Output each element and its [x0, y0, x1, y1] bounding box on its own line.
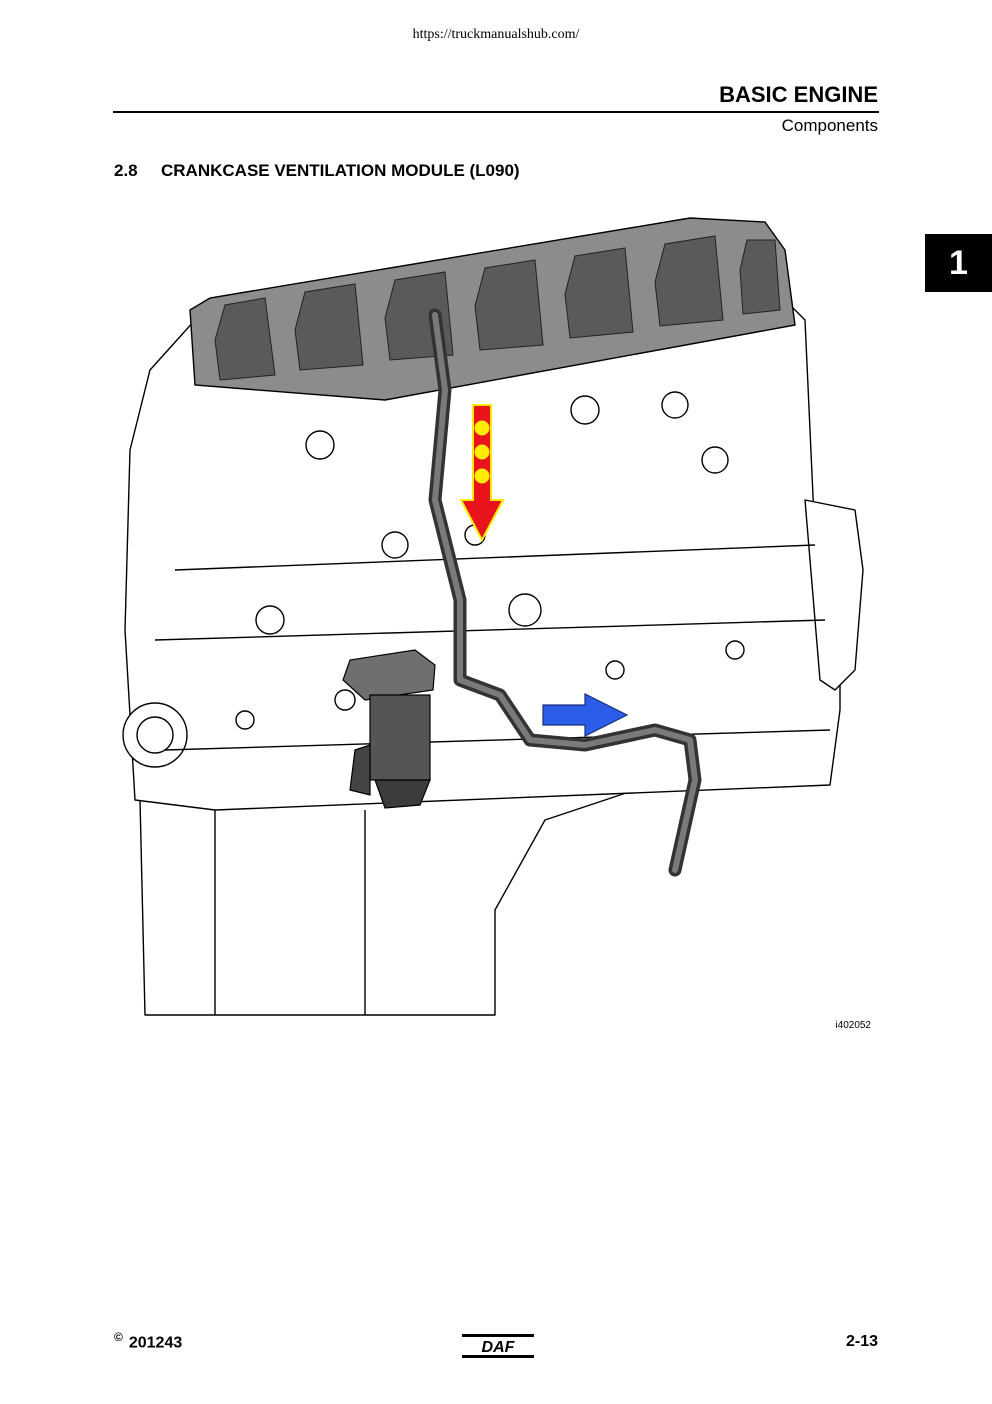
source-url: https://truckmanualshub.com/: [412, 27, 580, 42]
daf-logo: DAF: [462, 1334, 534, 1358]
section-number: 2.8: [114, 161, 138, 180]
figure-id: i402052: [835, 1020, 871, 1031]
valve-cover: [189, 217, 796, 401]
header-rule: [113, 111, 879, 113]
chapter-title: BASIC ENGINE: [719, 82, 878, 107]
outlet-flow-arrow: [542, 693, 629, 737]
footer-copyright: © 201243: [114, 1330, 182, 1352]
copyright-symbol: ©: [114, 1330, 123, 1344]
engine-illustration: [122, 217, 864, 1016]
flywheel-housing: [804, 499, 864, 691]
inlet-flow-arrow: [459, 404, 505, 543]
footer-code: 201243: [128, 1334, 183, 1352]
brand-text: DAF: [482, 1339, 516, 1356]
crankcase-ventilation-module: [342, 649, 436, 809]
page-number: 2-13: [845, 1333, 878, 1350]
chapter-tab: 1: [925, 234, 992, 292]
section-title: CRANKCASE VENTILATION MODULE (L090): [161, 161, 520, 180]
section-heading: 2.8 CRANKCASE VENTILATION MODULE (L090): [114, 161, 520, 181]
chapter-subtitle: Components: [781, 116, 878, 135]
